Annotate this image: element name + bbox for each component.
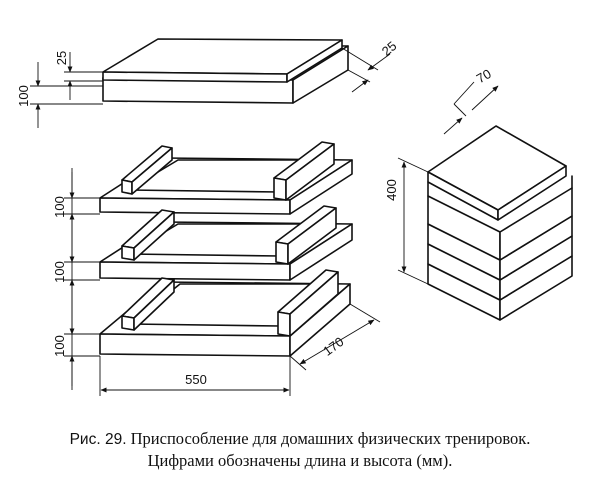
- dim-label-stack-top: 70: [474, 66, 494, 86]
- dim-label-top-side-thickness: 25: [379, 38, 400, 59]
- frame-2: [99, 205, 353, 281]
- caption-line-1: Рис. 29. Приспособление для домашних физ…: [0, 428, 600, 450]
- dimension-top-height: 100: [16, 62, 103, 128]
- frame-1: [99, 141, 353, 215]
- caption-line-2: Цифрами обозначены длина и высота (мм).: [147, 451, 453, 470]
- dim-label-stack-height: 400: [384, 179, 399, 201]
- dim-label-top-thickness: 25: [54, 51, 69, 65]
- dimension-top-side-thickness: 25: [341, 38, 400, 93]
- caption-figure-label: Рис. 29.: [69, 431, 127, 448]
- caption-text-1: Приспособление для домашних физических т…: [130, 429, 531, 448]
- top-lid-board: [102, 38, 349, 104]
- dim-label-frame1-height: 100: [52, 196, 67, 218]
- dim-label-length: 550: [185, 372, 207, 387]
- dim-label-width: 170: [320, 334, 346, 359]
- assembled-stack: [427, 125, 573, 321]
- dim-label-frame2-height: 100: [52, 261, 67, 283]
- dimension-frames-chain: 100 100 100: [52, 168, 100, 390]
- dimension-top-thickness: 25: [54, 51, 103, 100]
- diagram-figure: 25 100 25: [16, 38, 573, 396]
- dimension-stack-top: 70: [443, 66, 499, 135]
- dimension-length: 550: [99, 356, 291, 396]
- dimension-stack-height: 400: [384, 157, 429, 285]
- dim-label-top-height: 100: [16, 85, 31, 107]
- figure-caption: Рис. 29. Приспособление для домашних физ…: [0, 428, 600, 471]
- dim-label-frame3-height: 100: [52, 335, 67, 357]
- frame-3: [99, 269, 351, 357]
